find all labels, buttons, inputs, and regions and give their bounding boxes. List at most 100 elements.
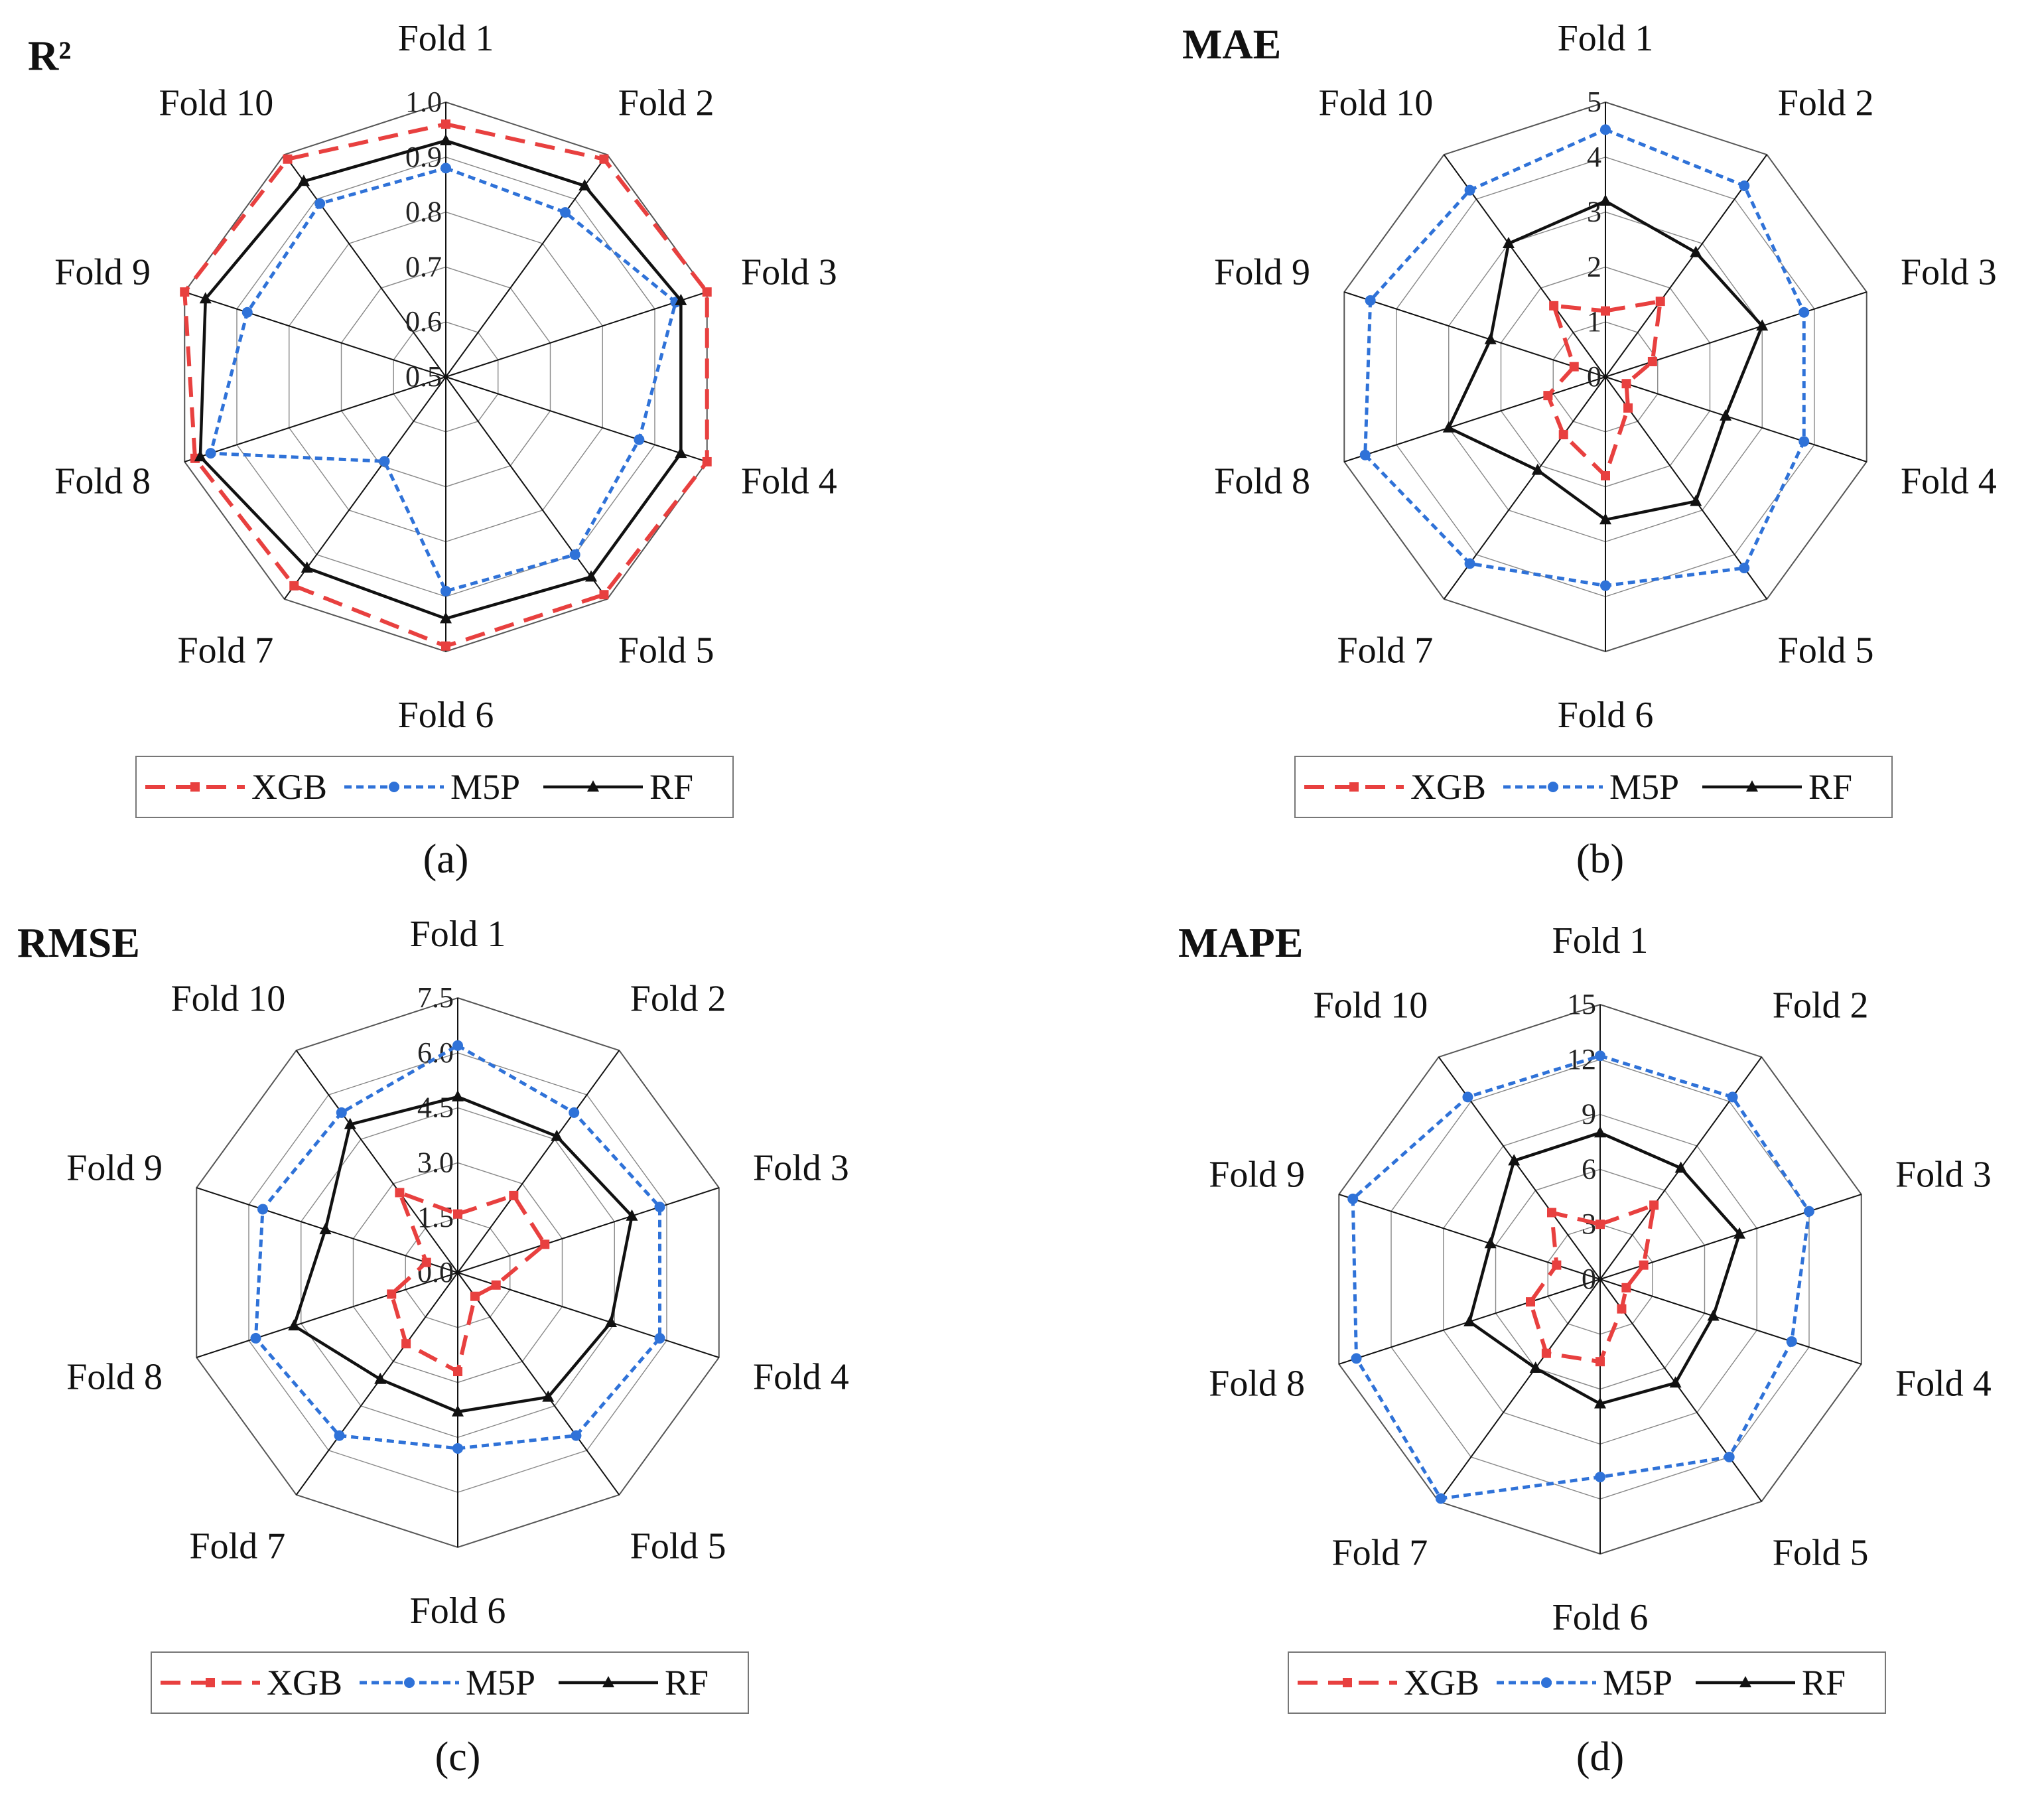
data-point-rf — [1594, 1126, 1606, 1138]
data-point-m5p — [569, 1107, 580, 1118]
axis-label-fold-4: Fold 4 — [753, 1357, 849, 1398]
data-point-m5p — [314, 198, 326, 209]
tick-label: 6.0 — [417, 1036, 454, 1069]
tick-label: 3 — [1587, 196, 1601, 228]
data-point-m5p — [1347, 1193, 1359, 1204]
data-point-m5p — [1462, 1091, 1473, 1103]
spoke — [1599, 1279, 1763, 1502]
spoke — [457, 1272, 720, 1358]
data-point-rf — [194, 450, 206, 462]
spoke — [184, 291, 446, 378]
data-point-m5p — [1803, 1206, 1814, 1217]
data-point-rf — [1707, 1309, 1720, 1321]
tick-label: 3.0 — [417, 1146, 454, 1178]
series-m5p — [205, 163, 681, 596]
data-point-rf — [319, 1223, 332, 1235]
data-point-m5p — [1724, 1451, 1735, 1462]
tick-label: 7.5 — [417, 981, 454, 1014]
data-point-xgb — [1639, 1260, 1649, 1270]
legend-label-m5p: M5P — [466, 1663, 535, 1703]
data-point-xgb — [599, 590, 609, 600]
spoke — [1605, 154, 1768, 378]
legend-label-xgb: XGB — [251, 767, 327, 807]
data-point-rf — [374, 1372, 387, 1384]
axis-label-fold-1: Fold 1 — [398, 18, 494, 59]
chart-title: RMSE — [17, 919, 140, 966]
axis-label-fold-9: Fold 9 — [1214, 251, 1310, 293]
axis-label-fold-3: Fold 3 — [1901, 251, 1997, 293]
axis-label-fold-6: Fold 6 — [1552, 1597, 1649, 1638]
axis-label-fold-5: Fold 5 — [618, 630, 714, 671]
data-point-m5p — [569, 549, 580, 560]
legend-label-rf: RF — [649, 767, 693, 807]
axis-label-fold-8: Fold 8 — [54, 461, 151, 502]
data-point-m5p — [452, 1040, 463, 1051]
axis-label-fold-7: Fold 7 — [178, 630, 274, 671]
data-point-rf — [585, 570, 598, 582]
data-point-rf — [1599, 194, 1611, 206]
axis-label-fold-2: Fold 2 — [1778, 82, 1874, 123]
spoke — [1605, 376, 1867, 462]
data-point-m5p — [250, 1332, 261, 1344]
data-point-m5p — [1464, 558, 1475, 569]
data-point-rf — [551, 1129, 563, 1141]
data-point-m5p — [560, 207, 571, 218]
legend-marker-m5p — [1541, 1677, 1552, 1688]
spoke — [184, 376, 446, 462]
axis-label-fold-9: Fold 9 — [1209, 1154, 1305, 1195]
data-point-m5p — [1464, 184, 1475, 196]
legend-marker-m5p — [389, 782, 399, 792]
data-point-xgb — [599, 154, 609, 164]
data-point-m5p — [1359, 449, 1371, 460]
axis-label-fold-4: Fold 4 — [1901, 461, 1997, 502]
data-point-m5p — [1365, 295, 1376, 306]
data-point-xgb — [1541, 1348, 1551, 1358]
data-point-rf — [1674, 1161, 1687, 1173]
series-m5p — [250, 1040, 665, 1454]
series-line-rf — [292, 1095, 634, 1414]
data-point-m5p — [379, 456, 390, 467]
data-point-xgb — [283, 154, 293, 164]
series-line-xgb — [389, 1189, 548, 1375]
legend-label-rf: RF — [665, 1663, 709, 1703]
tick-label: 1.0 — [405, 86, 442, 118]
data-point-m5p — [334, 1430, 345, 1441]
data-point-xgb — [1546, 1208, 1556, 1218]
tick-label: 0 — [1587, 360, 1601, 393]
data-point-xgb — [289, 581, 299, 591]
data-point-rf — [1442, 421, 1455, 433]
data-point-xgb — [1601, 471, 1610, 481]
data-point-xgb — [1558, 430, 1568, 440]
data-point-xgb — [1655, 297, 1665, 307]
data-point-xgb — [1595, 1220, 1605, 1229]
data-point-rf — [452, 1090, 464, 1102]
data-point-xgb — [1649, 1200, 1659, 1210]
data-point-xgb — [1617, 1304, 1627, 1314]
tick-label: 0 — [1582, 1263, 1596, 1295]
data-point-m5p — [1798, 307, 1810, 318]
series-m5p — [1359, 124, 1810, 591]
tick-label: 0.6 — [405, 305, 442, 338]
data-point-rf — [1508, 1154, 1521, 1166]
axis-label-fold-8: Fold 8 — [1209, 1364, 1305, 1405]
data-point-m5p — [1351, 1353, 1362, 1364]
tick-label: 0.9 — [405, 141, 442, 173]
data-point-xgb — [1569, 362, 1579, 372]
data-point-rf — [675, 293, 687, 305]
spoke — [1599, 1279, 1862, 1365]
legend-marker-m5p — [1548, 782, 1558, 792]
data-point-rf — [626, 1209, 638, 1221]
data-point-xgb — [395, 1188, 405, 1198]
spoke — [1343, 291, 1606, 378]
series-m5p — [1347, 1050, 1814, 1504]
data-point-rf — [344, 1117, 356, 1129]
axis-label-fold-10: Fold 10 — [171, 978, 286, 1019]
series-line-m5p — [1363, 127, 1806, 588]
axis-label-fold-3: Fold 3 — [753, 1147, 849, 1188]
data-point-m5p — [441, 163, 451, 174]
data-point-m5p — [1727, 1091, 1738, 1103]
series-rf — [1463, 1126, 1745, 1409]
